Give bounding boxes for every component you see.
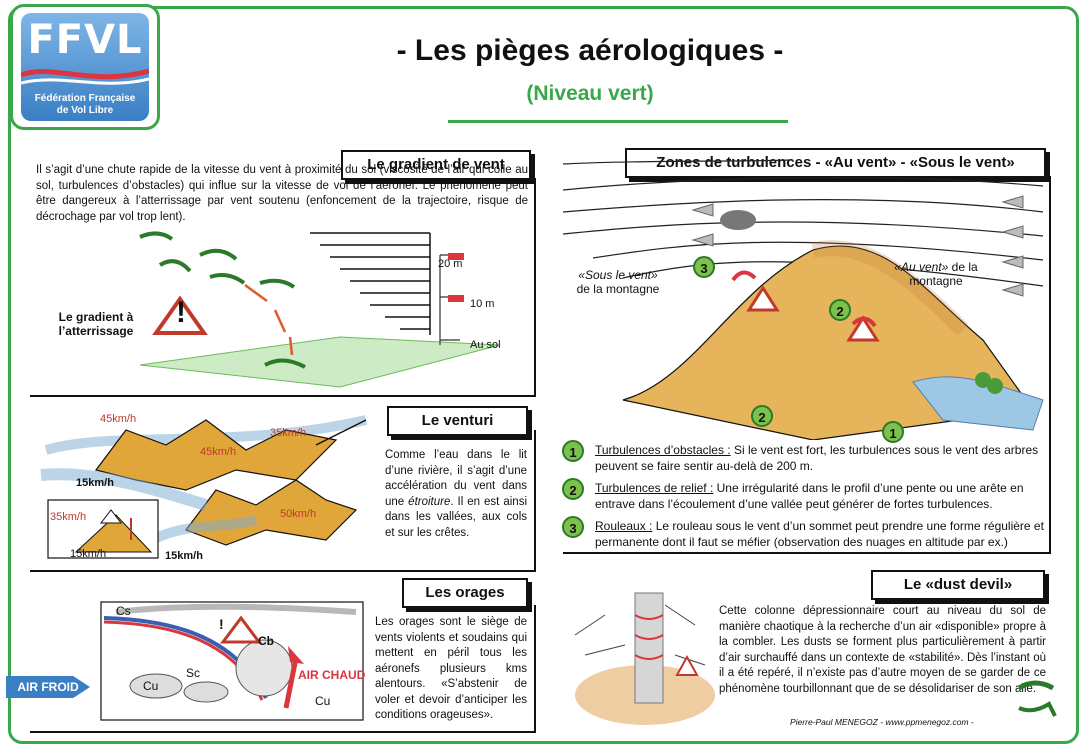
venturi-speed-35a: 35km/h xyxy=(270,427,307,439)
zones-item-2-head: Turbulences de relief : xyxy=(595,481,714,495)
venturi-tag: Le venturi xyxy=(387,406,528,436)
venturi-speed-45a: 45km/h xyxy=(100,413,137,425)
gradient-panel-right xyxy=(534,178,536,397)
orages-cu1: Cu xyxy=(143,679,159,693)
orages-panel-right xyxy=(534,605,536,733)
dust-devil-illustration xyxy=(574,592,715,725)
venturi-speed-15c: 15km/h xyxy=(165,550,203,562)
gradient-text: Il s’agit d’une chute rapide de la vites… xyxy=(36,164,528,223)
gradient-panel-bottom xyxy=(30,395,534,397)
au-vent-rest1: de la xyxy=(948,260,978,274)
venturi-text-before: Comme l’eau dans le lit d’une rivière, i… xyxy=(385,449,527,508)
gradient-height-10: 10 m xyxy=(470,298,495,310)
orages-text: Les orages sont le siège de vents violen… xyxy=(375,616,527,721)
zones-item-2-body: Une irrégularité dans le profil d’une pe… xyxy=(595,481,1024,511)
zone-marker-2b: 2 xyxy=(751,405,773,427)
zone-marker-1: 1 xyxy=(882,421,904,443)
zones-item-2-num: 2 xyxy=(562,478,584,500)
venturi-speed-35b: 35km/h xyxy=(50,511,87,523)
gradient-tag: Le gradient de vent xyxy=(341,150,531,180)
zones-item-1: Turbulences d’obstacles : Si le vent est… xyxy=(595,442,1055,474)
logo-caption-line2: de Vol Libre xyxy=(56,105,114,116)
au-vent-rest2: montagne xyxy=(909,274,963,288)
orages-cu2: Cu xyxy=(315,694,331,708)
dust-text: Cette colonne dépressionnaire court au n… xyxy=(719,605,1046,695)
logo-swoosh-icon xyxy=(21,68,149,85)
venturi-speed-50: 50km/h xyxy=(280,508,317,520)
venturi-speed-15a: 15km/h xyxy=(76,477,114,489)
zones-illustration xyxy=(563,159,1044,440)
orages-cb: Cb xyxy=(258,634,274,648)
logo-letters: FFVL xyxy=(27,17,143,63)
gradient-landing-label: Le gradient à l’atterrissage xyxy=(46,310,146,338)
gradient-ground: Au sol xyxy=(470,339,501,351)
title-underline xyxy=(448,120,788,123)
venturi-text: Comme l’eau dans le lit d’une rivière, i… xyxy=(385,448,527,541)
zone-marker-3: 3 xyxy=(693,256,715,278)
air-chaud-label: AIR CHAUD xyxy=(298,668,366,682)
venturi-panel-right xyxy=(534,430,536,572)
venturi-speed-45b: 45km/h xyxy=(200,446,237,458)
gradient-warning-icon: ! xyxy=(176,296,186,329)
air-froid-label: AIR FROID xyxy=(17,680,79,694)
zones-item-1-head: Turbulences d’obstacles : xyxy=(595,443,731,457)
logo-background: FFVL Fédération Française de Vol Libre xyxy=(21,13,149,121)
zones-item-2: Turbulences de relief : Une irrégularité… xyxy=(595,480,1055,512)
orages-cs: Cs xyxy=(116,604,131,618)
paraglider-icon xyxy=(1017,680,1057,717)
orages-illustration xyxy=(38,601,364,721)
zones-item-1-body: Si le vent est fort, les turbulences sou… xyxy=(595,443,1039,473)
dust-tag: Le «dust devil» xyxy=(871,570,1045,600)
venturi-speed-15b: 15km/h xyxy=(70,548,107,560)
sous-le-vent-rest: de la montagne xyxy=(576,282,660,296)
page-frame xyxy=(8,6,1079,744)
logo-caption-line1: Fédération Française xyxy=(34,93,136,104)
gradient-label-line2: l’atterrissage xyxy=(58,324,134,338)
zones-item-3-body: Le rouleau sous le vent d’un sommet peut… xyxy=(595,519,1044,549)
page-title: - Les pièges aérologiques - xyxy=(396,34,784,67)
credit-line: Pierre-Paul MENEGOZ - www.ppmenegoz.com … xyxy=(790,717,974,727)
orages-tag: Les orages xyxy=(402,578,528,608)
zones-item-1-num: 1 xyxy=(562,440,584,462)
zones-item-3-head: Rouleaux : xyxy=(595,519,653,533)
zones-panel-right xyxy=(1049,176,1051,554)
au-vent-em: «Au vent» xyxy=(894,260,949,274)
zones-item-3: Rouleaux : Le rouleau sous le vent d’un … xyxy=(595,518,1055,550)
sous-le-vent-label: «Sous le vent»de la montagne xyxy=(568,268,668,296)
zone-marker-2: 2 xyxy=(829,299,851,321)
venturi-text-after: . Il en est ainsi dans les vallées, aux … xyxy=(385,495,527,539)
sous-le-vent-em: «Sous le vent» xyxy=(578,268,658,282)
venturi-panel-bottom xyxy=(30,570,534,572)
zones-panel-bottom xyxy=(563,552,1051,554)
venturi-illustration xyxy=(40,415,368,559)
zones-item-3-num: 3 xyxy=(562,516,584,538)
orages-panel-bottom xyxy=(30,731,534,733)
venturi-text-em: étroiture xyxy=(408,495,451,508)
orages-sc: Sc xyxy=(186,666,201,680)
gradient-illustration xyxy=(139,231,501,388)
logo-caption: Fédération Française de Vol Libre xyxy=(23,93,147,117)
ffvl-logo: FFVL Fédération Française de Vol Libre xyxy=(10,4,160,130)
orages-warning-icon: ! xyxy=(219,616,224,632)
gradient-height-20: 20 m xyxy=(438,258,463,270)
page-subtitle: (Niveau vert) xyxy=(526,82,654,105)
air-froid-arrow: AIR FROID xyxy=(6,676,90,698)
gradient-label-line1: Le gradient à xyxy=(58,310,134,324)
